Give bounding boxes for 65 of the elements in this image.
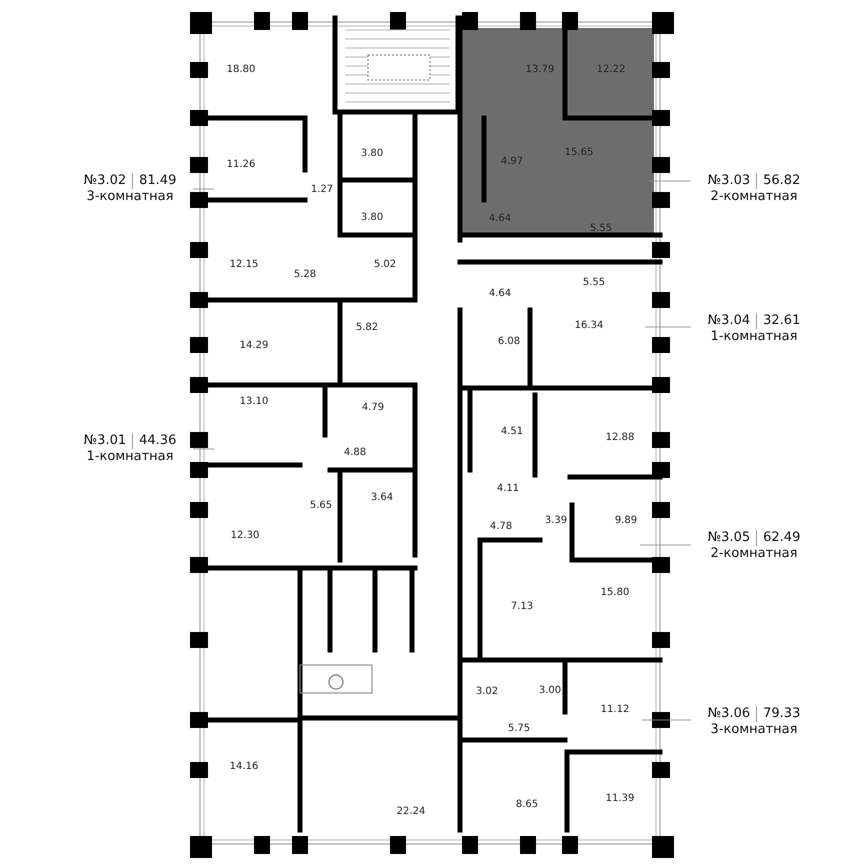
apartment-area: 79.33 [756, 706, 800, 722]
leader-line [192, 448, 214, 450]
apartment-type: 3-комнатная [710, 722, 798, 738]
room-area: 5.02 [374, 260, 396, 270]
room-area: 14.16 [230, 762, 258, 772]
room-area: 11.12 [600, 705, 630, 715]
room-area: 5.55 [590, 224, 612, 234]
apartment-type: 1-комнатная [86, 449, 174, 465]
apartment-number: №3.01 [84, 433, 128, 449]
room-area: 5.75 [508, 724, 530, 734]
apartment-number: №3.04 [708, 313, 752, 329]
room-area: 15.80 [600, 588, 630, 598]
room-area: 14.29 [240, 341, 268, 351]
room-area: 3.80 [360, 213, 384, 223]
room-area: 4.51 [500, 427, 524, 437]
apartment-area: 56.82 [756, 173, 800, 189]
apartment-area: 62.49 [756, 530, 800, 546]
apartment-number: №3.03 [708, 173, 752, 189]
room-area: 11.39 [606, 794, 634, 804]
room-area: 13.79 [526, 65, 554, 75]
room-area: 4.64 [488, 289, 512, 299]
room-area: 5.28 [294, 270, 316, 280]
room-area: 3.64 [370, 493, 394, 503]
room-area: 4.64 [488, 214, 512, 224]
room-area: 12.88 [606, 433, 634, 443]
room-area: 13.10 [240, 397, 268, 407]
room-area: 4.88 [344, 448, 366, 458]
room-area: 6.08 [498, 337, 520, 347]
room-area: 11.26 [226, 160, 256, 170]
apartment-type: 2-комнатная [710, 546, 798, 562]
room-area: 16.34 [574, 321, 604, 331]
room-area: 8.65 [516, 800, 538, 810]
leader-line [640, 544, 692, 546]
apartment-type: 3-комнатная [86, 189, 174, 205]
room-area: 5.82 [356, 323, 378, 333]
room-area: 18.80 [226, 65, 256, 75]
leader-line [192, 188, 214, 190]
apartment-number: №3.02 [84, 173, 128, 189]
room-area: 12.30 [230, 531, 260, 541]
apartment-number: №3.06 [708, 706, 752, 722]
room-area: 3.00 [538, 686, 562, 696]
room-area: 4.79 [362, 403, 384, 413]
room-area: 15.65 [564, 148, 594, 158]
leader-line [648, 180, 692, 182]
leader-line [644, 326, 692, 328]
room-area: 4.78 [490, 522, 512, 532]
apartment-area: 32.61 [756, 313, 800, 329]
room-area: 3.02 [476, 687, 498, 697]
room-area: 4.97 [500, 157, 524, 167]
room-area: 7.13 [510, 602, 534, 612]
room-area: 12.22 [596, 65, 626, 75]
room-area: 3.39 [544, 516, 568, 526]
apartment-number: №3.05 [708, 530, 752, 546]
room-area: 4.11 [496, 484, 520, 494]
room-area: 12.15 [230, 260, 258, 270]
room-area: 5.55 [582, 278, 606, 288]
room-area: 22.24 [396, 807, 426, 817]
apartment-type: 2-комнатная [710, 189, 798, 205]
apartment-area: 44.36 [132, 433, 176, 449]
apartment-area: 81.49 [132, 173, 176, 189]
room-area: 5.65 [310, 501, 332, 511]
room-area: 3.80 [360, 149, 384, 159]
room-area: 9.89 [614, 516, 638, 526]
room-area: 1.27 [310, 185, 334, 195]
apartment-type: 1-комнатная [710, 329, 798, 345]
